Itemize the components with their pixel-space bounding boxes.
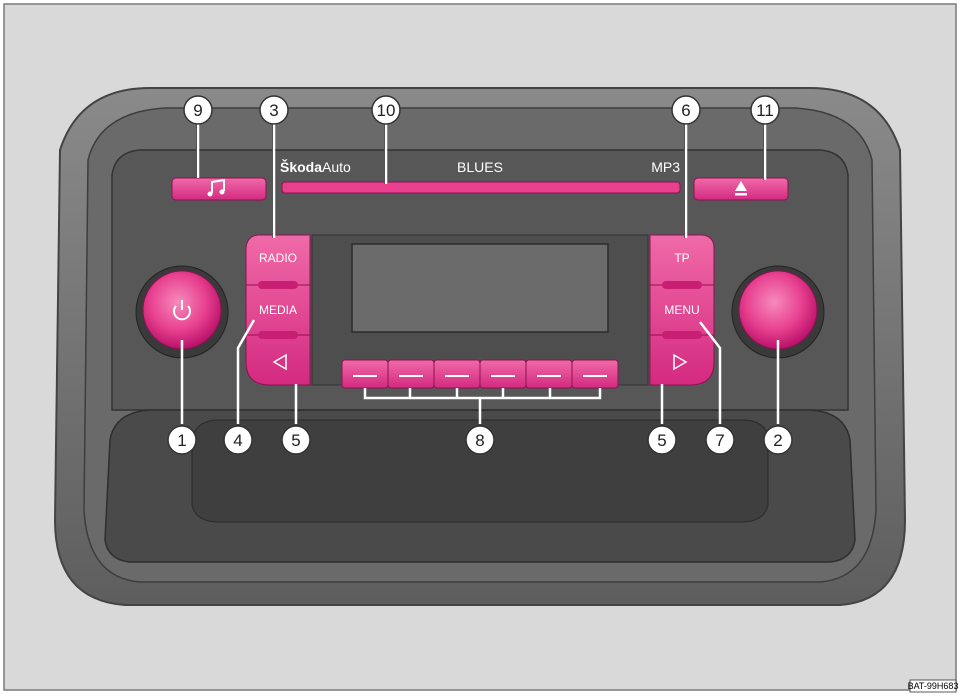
- callout-1-label: 1: [177, 431, 186, 450]
- callout-11-label: 11: [756, 101, 774, 120]
- callout-8-label: 8: [475, 431, 484, 450]
- triangle-right-icon[interactable]: [673, 353, 688, 371]
- media-button[interactable]: MEDIA: [259, 303, 297, 317]
- left-button-block: [245, 234, 311, 386]
- model-label: BLUES: [457, 159, 503, 175]
- callout-7-label: 7: [715, 431, 724, 450]
- menu-button[interactable]: MENU: [664, 303, 699, 317]
- callout-9: 9: [183, 95, 213, 125]
- callout-2-label: 2: [773, 431, 782, 450]
- callout-6: 6: [671, 95, 701, 125]
- display-screen: [351, 243, 609, 333]
- callout-5-right-label: 5: [657, 431, 666, 450]
- callout-5-right: 5: [647, 425, 677, 455]
- radio-button[interactable]: RADIO: [259, 251, 297, 265]
- preset-button-6[interactable]: [571, 359, 619, 389]
- preset-button-4[interactable]: [479, 359, 527, 389]
- cd-slot: [281, 181, 681, 194]
- callout-10-label: 10: [377, 101, 396, 120]
- callout-5-left: 5: [281, 425, 311, 455]
- brand-light: Auto: [322, 159, 351, 175]
- power-icon: [173, 300, 191, 321]
- triangle-left-icon[interactable]: [272, 353, 287, 371]
- preset-button-3[interactable]: [433, 359, 481, 389]
- right-slot-2: [662, 331, 702, 339]
- callout-3: 3: [259, 95, 289, 125]
- callout-6-label: 6: [681, 101, 690, 120]
- callout-3-label: 3: [269, 101, 278, 120]
- callout-4-label: 4: [233, 431, 242, 450]
- callout-7: 7: [705, 425, 735, 455]
- callout-8: 8: [465, 425, 495, 455]
- preset-button-1[interactable]: [341, 359, 389, 389]
- callout-4: 4: [223, 425, 253, 455]
- image-ref: BAT-99H683: [908, 681, 959, 691]
- callout-2: 2: [763, 425, 793, 455]
- left-slot-1: [258, 281, 298, 289]
- callout-5-left-label: 5: [291, 431, 300, 450]
- brand-bold: Škoda: [280, 158, 322, 175]
- preset-button-2[interactable]: [387, 359, 435, 389]
- tp-button[interactable]: TP: [674, 251, 689, 265]
- brand-label: ŠkodaAuto: [280, 158, 351, 175]
- callout-9-label: 9: [193, 101, 202, 120]
- callout-10: 10: [371, 95, 401, 125]
- image-ref-box: [909, 679, 957, 693]
- callout-1: 1: [167, 425, 197, 455]
- eject-icon: [735, 181, 747, 196]
- preset-button-5[interactable]: [525, 359, 573, 389]
- right-button-block: [649, 234, 715, 386]
- sound-button[interactable]: [171, 177, 267, 201]
- right-slot-1: [662, 281, 702, 289]
- callout-11: 11: [750, 95, 780, 125]
- leader-lines: [180, 124, 780, 424]
- preset-buttons: [341, 359, 619, 389]
- leader-outlines: [196, 124, 764, 238]
- left-slot-2: [258, 331, 298, 339]
- mp3-label: MP3: [651, 159, 680, 175]
- music-note-icon: [207, 178, 225, 197]
- tuning-knob[interactable]: [738, 270, 818, 350]
